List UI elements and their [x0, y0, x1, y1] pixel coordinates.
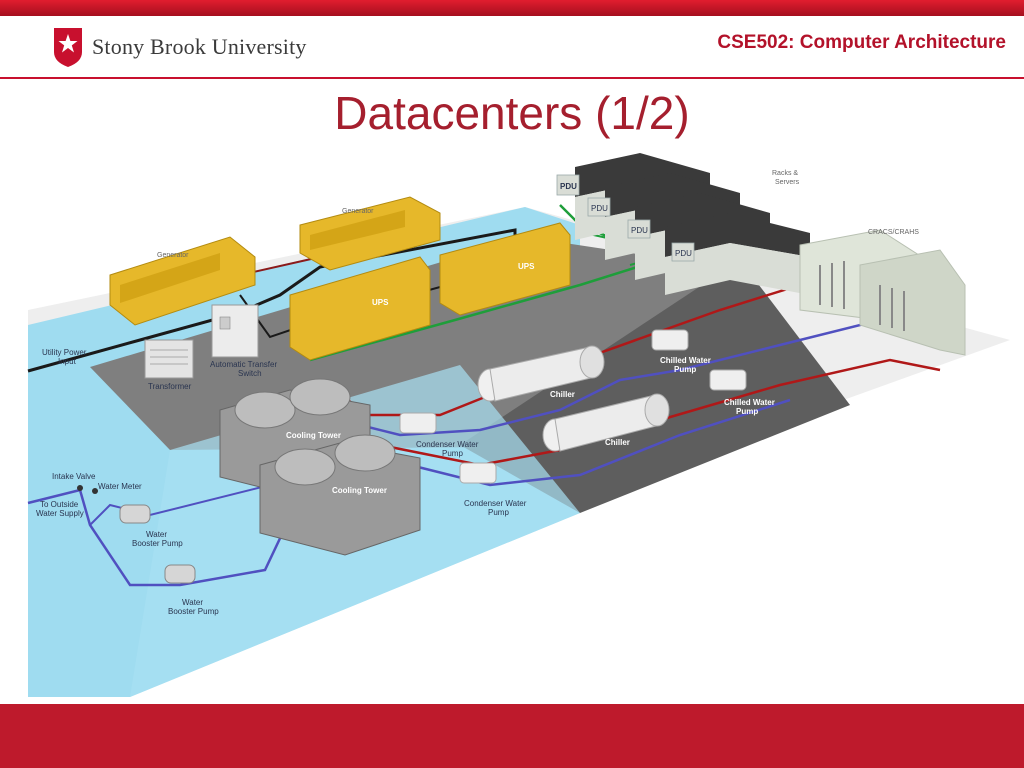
chilled-pump-1-line1: Chilled Water [660, 356, 711, 365]
cooling-tower-label-2: Cooling Tower [332, 486, 387, 495]
course-title: CSE502: Computer Architecture [717, 32, 1006, 53]
intake-valve [77, 485, 83, 491]
generator-label-1: Generator [157, 252, 189, 259]
pdu-box [627, 219, 651, 239]
booster-pump-1-line2: Booster Pump [132, 539, 183, 548]
pdu-box [587, 197, 611, 217]
intake-valve-label: Intake Valve [52, 472, 96, 481]
condenser-water-pump-2 [459, 462, 497, 484]
cooling-tower-label-1: Cooling Tower [286, 431, 341, 440]
bottom-bar [0, 704, 1024, 768]
water-booster-pump-1 [119, 504, 151, 524]
pdu-label-2: PDU [591, 204, 608, 213]
transformer [144, 339, 194, 379]
water-meter-label: Water Meter [98, 482, 142, 491]
power-line [27, 228, 517, 373]
pdu-box [556, 174, 580, 196]
racks-label-line1: Racks & [772, 170, 798, 177]
logo-text: Stony Brook University [92, 34, 307, 59]
generator-1 [109, 236, 256, 326]
ups-label-1: UPS [372, 298, 389, 307]
ups-label-2: UPS [518, 262, 535, 271]
condenser-pump-1-line2: Pump [442, 449, 463, 458]
automatic-transfer-switch [211, 304, 259, 358]
racks-label-line2: Servers [775, 179, 800, 186]
ats-label-line1: Automatic Transfer [210, 360, 277, 369]
cracs-label: CRACS/CRAHS [868, 229, 919, 236]
condenser-pump-1-line1: Condenser Water [416, 440, 479, 449]
slide-title: Datacenters (1/2) [334, 87, 690, 139]
water-booster-pump-2 [164, 564, 196, 584]
star-shield-icon [54, 28, 82, 67]
condenser-pump-2-line2: Pump [488, 508, 509, 517]
generator-label-2: Generator [342, 208, 374, 215]
transformer-label: Transformer [148, 382, 192, 391]
pdu-box [671, 242, 695, 262]
cooling-tower-2 [259, 434, 421, 556]
utility-label-line1: Utility Power [42, 348, 87, 357]
pdu-label-4: PDU [675, 249, 692, 258]
pdu-label-1: PDU [560, 182, 577, 191]
utility-label-line2: Input [58, 357, 77, 366]
booster-pump-1-line1: Water [146, 530, 167, 539]
chiller-label-1: Chiller [550, 390, 575, 399]
outside-supply-line2: Water Supply [36, 509, 84, 518]
booster-pump-2-line1: Water [182, 598, 203, 607]
ups-unit-2 [439, 222, 571, 316]
ups-unit-1 [289, 256, 431, 361]
chilled-pump-2-line2: Pump [736, 407, 758, 416]
top-stripe [0, 0, 1024, 16]
header-rule [0, 77, 1024, 79]
condenser-pump-2-line1: Condenser Water [464, 499, 527, 508]
pdu-label-3: PDU [631, 226, 648, 235]
chilled-pump-2-line1: Chilled Water [724, 398, 775, 407]
booster-pump-2-line2: Booster Pump [168, 607, 219, 616]
water-meter [92, 488, 98, 494]
ats-label-line2: Switch [238, 369, 262, 378]
chilled-water-pump-2 [709, 369, 747, 391]
chiller-2 [542, 393, 670, 452]
condenser-water-pump-1 [399, 412, 437, 434]
chilled-water-pump-1 [651, 329, 689, 351]
chilled-water-line [389, 398, 791, 487]
datacenter-diagram: PDU PDU PDU PDU Racks & Servers CRACS/CR… [27, 153, 1010, 697]
outside-supply-line1: To Outside [40, 500, 79, 509]
university-logo: Stony Brook University [52, 26, 307, 68]
crac-units [799, 229, 966, 356]
chiller-label-2: Chiller [605, 438, 630, 447]
chiller-1 [477, 345, 605, 402]
generator-2 [299, 196, 441, 271]
chilled-pump-1-line2: Pump [674, 365, 696, 374]
